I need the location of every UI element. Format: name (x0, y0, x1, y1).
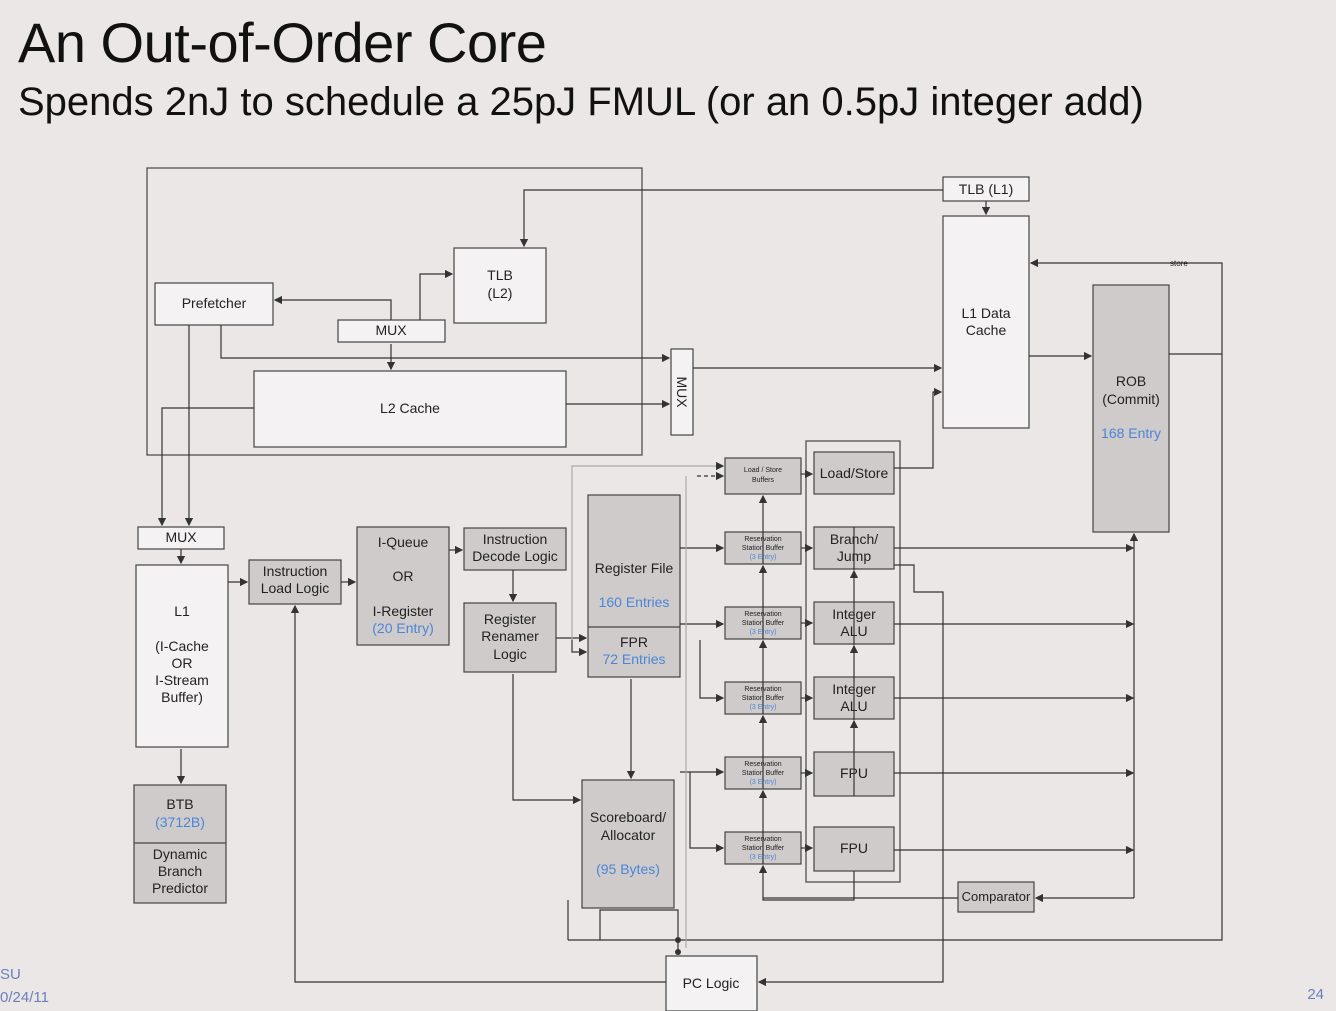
svg-text:(95 Bytes): (95 Bytes) (596, 861, 660, 877)
svg-text:I-Queue: I-Queue (378, 534, 429, 550)
svg-text:ROB: ROB (1116, 373, 1146, 389)
register-renamer-block: Register Renamer Logic (463, 602, 557, 673)
btb-block: BTB (3712B) Dynamic Branch Predictor (133, 784, 227, 904)
svg-text:Cache: Cache (966, 322, 1007, 338)
footer-date: 0/24/11 (0, 989, 49, 1006)
scoreboard-allocator-block: Scoreboard/ Allocator (95 Bytes) (581, 779, 675, 909)
mux-l1-block: MUX (137, 526, 225, 550)
footer-org: SU (0, 966, 21, 983)
register-file-block: Register File 160 Entries FPR 72 Entries (587, 494, 681, 678)
svg-text:Allocator: Allocator (601, 827, 656, 843)
svg-text:(Commit): (Commit) (1102, 391, 1160, 407)
svg-text:72 Entries: 72 Entries (602, 651, 665, 667)
load-store-unit: Load/Store (813, 451, 895, 495)
svg-text:Decode Logic: Decode Logic (472, 548, 558, 564)
svg-text:Comparator: Comparator (962, 889, 1031, 904)
svg-text:Buffers: Buffers (752, 477, 775, 484)
svg-text:OR: OR (393, 568, 414, 584)
svg-text:L2 Cache: L2 Cache (380, 400, 440, 416)
page-number: 24 (1307, 986, 1324, 1003)
slide-subtitle: Spends 2nJ to schedule a 25pJ FMUL (or a… (18, 80, 1144, 124)
svg-text:TLB (L1): TLB (L1) (959, 181, 1013, 197)
svg-text:Branch: Branch (158, 863, 202, 879)
prefetcher-block: Prefetcher (154, 282, 274, 326)
svg-text:MUX: MUX (375, 322, 407, 338)
svg-text:Register File: Register File (595, 560, 674, 576)
svg-text:L1: L1 (174, 603, 190, 619)
svg-text:168 Entry: 168 Entry (1101, 425, 1161, 441)
comparator-block: Comparator (957, 881, 1035, 913)
svg-text:MUX: MUX (674, 376, 690, 408)
svg-text:Predictor: Predictor (152, 880, 208, 896)
svg-text:Register: Register (484, 611, 536, 627)
instruction-load-logic-block: Instruction Load Logic (248, 559, 342, 605)
svg-text:MUX: MUX (165, 529, 197, 545)
svg-text:Renamer: Renamer (481, 628, 539, 644)
svg-text:Dynamic: Dynamic (153, 846, 207, 862)
l1-icache-block: L1 (I-Cache OR I-Stream Buffer) (135, 564, 229, 748)
instruction-decode-logic-block: Instruction Decode Logic (463, 527, 567, 571)
svg-text:160 Entries: 160 Entries (599, 594, 670, 610)
svg-text:OR: OR (172, 655, 193, 671)
svg-text:Prefetcher: Prefetcher (182, 295, 247, 311)
iqueue-block: I-Queue OR I-Register (20 Entry) (356, 526, 450, 646)
svg-text:Instruction: Instruction (263, 563, 328, 579)
mux-vertical-block: MUX (670, 348, 694, 436)
svg-text:L1 Data: L1 Data (961, 305, 1010, 321)
svg-text:Load/Store: Load/Store (820, 465, 889, 481)
l2-cache-block: L2 Cache (253, 370, 567, 448)
load-store-buffers-block: Load / Store Buffers (724, 457, 802, 495)
svg-text:Scoreboard/: Scoreboard/ (590, 809, 666, 825)
interconnect-wires (157, 189, 1223, 987)
svg-text:Buffer): Buffer) (161, 689, 203, 705)
svg-text:(L2): (L2) (488, 285, 513, 301)
svg-text:FPR: FPR (620, 634, 648, 650)
pc-logic-block: PC Logic (665, 955, 758, 1011)
slide-title: An Out-of-Order Core (18, 11, 547, 74)
svg-text:(20 Entry): (20 Entry) (372, 620, 433, 636)
tlb-l1-block: TLB (L1) (942, 176, 1030, 202)
svg-text:Instruction: Instruction (483, 531, 548, 547)
svg-text:(3712B): (3712B) (155, 814, 205, 830)
svg-text:TLB: TLB (487, 267, 513, 283)
memory-subsystem-box (146, 167, 643, 456)
svg-text:BTB: BTB (166, 796, 193, 812)
svg-text:PC Logic: PC Logic (683, 975, 740, 991)
store-label: store (1170, 259, 1188, 268)
rob-block: ROB (Commit) 168 Entry (1092, 284, 1170, 533)
svg-text:Load / Store: Load / Store (744, 467, 782, 474)
svg-text:I-Stream: I-Stream (155, 672, 209, 688)
svg-text:FPU: FPU (840, 840, 868, 856)
l1-data-cache-block: L1 Data Cache (942, 215, 1030, 429)
fpu-unit-2: FPU (813, 826, 895, 872)
execution-units-box (805, 440, 901, 883)
svg-text:Logic: Logic (493, 646, 526, 662)
svg-text:Load Logic: Load Logic (261, 580, 330, 596)
svg-text:(I-Cache: (I-Cache (155, 638, 209, 654)
mux-top-block: MUX (337, 319, 446, 343)
tlb-l2-block: TLB (L2) (453, 247, 547, 324)
svg-text:I-Register: I-Register (373, 603, 434, 619)
